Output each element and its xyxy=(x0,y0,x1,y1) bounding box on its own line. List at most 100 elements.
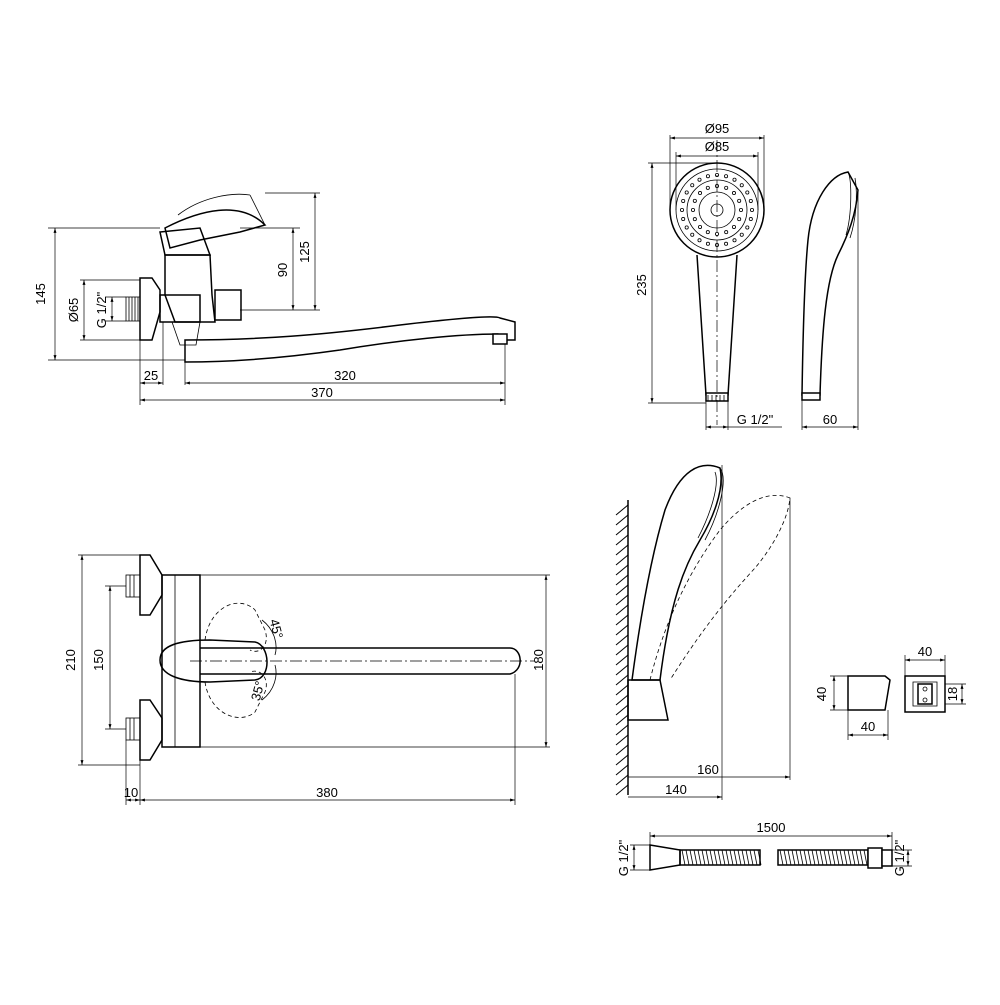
coil-line xyxy=(729,849,734,866)
shower-nozzles xyxy=(680,172,755,247)
hatch-line xyxy=(615,674,629,686)
hatch-line xyxy=(615,784,629,796)
dim-320: 320 xyxy=(334,368,356,383)
nozzle xyxy=(692,198,697,203)
hatch-line xyxy=(615,574,629,586)
dim-145: 145 xyxy=(33,283,48,305)
nozzle xyxy=(737,217,742,222)
dim-380: 380 xyxy=(316,785,338,800)
nozzle xyxy=(705,174,710,179)
coil-line xyxy=(713,849,718,866)
nozzle xyxy=(684,190,689,195)
nozzle xyxy=(681,217,686,222)
shower-head-front-view: Ø95 Ø85 235 G 1/2" xyxy=(634,121,782,430)
coil-line xyxy=(689,849,694,866)
nozzle xyxy=(724,174,729,179)
hatch-line xyxy=(615,614,629,626)
coil-line xyxy=(847,849,852,866)
nozzle xyxy=(724,241,729,246)
nozzle xyxy=(691,207,696,212)
nozzle xyxy=(705,185,710,190)
hatch-line xyxy=(615,624,629,636)
nozzle xyxy=(697,177,702,182)
dim-125: 125 xyxy=(297,241,312,263)
coil-line xyxy=(779,849,784,866)
dim-thread-head: G 1/2" xyxy=(737,412,774,427)
coil-line xyxy=(745,849,750,866)
coil-line xyxy=(787,849,792,866)
nozzle xyxy=(705,230,710,235)
coil-line xyxy=(705,849,710,866)
dim-hose-thread-right: G 1/2" xyxy=(892,839,907,876)
dim-10: 10 xyxy=(124,785,138,800)
nozzle xyxy=(739,183,744,188)
coil-line xyxy=(811,849,816,866)
wall-holder-view: 160 140 xyxy=(615,464,791,800)
coil-line xyxy=(835,849,840,866)
nozzle xyxy=(690,183,695,188)
hatch-line xyxy=(615,764,629,776)
dim-35-deg: 35° xyxy=(248,679,268,702)
coil-line xyxy=(681,849,686,866)
nozzle xyxy=(690,232,695,237)
coil-line xyxy=(807,849,812,866)
nozzle xyxy=(697,238,702,243)
hatch-line xyxy=(615,664,629,676)
hatch-line xyxy=(615,774,629,786)
dim-holder-40-top: 40 xyxy=(918,644,932,659)
coil-line xyxy=(685,849,690,866)
coil-line xyxy=(697,849,702,866)
nozzle xyxy=(680,207,685,212)
coil-line xyxy=(855,849,860,866)
nozzle xyxy=(698,191,703,196)
hatch-line xyxy=(615,604,629,616)
faucet-top-view: 210 150 180 10 380 45° 35° xyxy=(63,554,550,805)
nozzle xyxy=(681,198,686,203)
nozzle xyxy=(739,232,744,237)
hatch-line xyxy=(615,564,629,576)
coil-line xyxy=(693,849,698,866)
hatch-line xyxy=(615,594,629,606)
nozzle xyxy=(724,230,729,235)
nozzle xyxy=(748,217,753,222)
coil-line xyxy=(701,849,706,866)
coil-line xyxy=(791,849,796,866)
nozzle xyxy=(731,224,736,229)
dim-370: 370 xyxy=(311,385,333,400)
coil-line xyxy=(709,849,714,866)
nozzle xyxy=(745,225,750,230)
dim-thread-side: G 1/2" xyxy=(94,291,109,328)
dim-235: 235 xyxy=(634,274,649,296)
coil-line xyxy=(815,849,820,866)
nozzle xyxy=(705,241,710,246)
dim-140: 140 xyxy=(665,782,687,797)
coil-line xyxy=(721,849,726,866)
coil-line xyxy=(725,849,730,866)
hatch-line xyxy=(615,754,629,766)
hatch-line xyxy=(615,584,629,596)
dim-holder-40-h: 40 xyxy=(814,687,829,701)
nozzle xyxy=(737,198,742,203)
hatch-line xyxy=(615,524,629,536)
dim-25: 25 xyxy=(144,368,158,383)
hatch-line xyxy=(615,644,629,656)
nozzle xyxy=(732,238,737,243)
hose-left-coil xyxy=(681,849,762,866)
dim-180: 180 xyxy=(531,649,546,671)
nozzle xyxy=(692,217,697,222)
dim-hose-thread-left: G 1/2" xyxy=(616,839,631,876)
dim-holder-40-w: 40 xyxy=(861,719,875,734)
hatch-line xyxy=(615,744,629,756)
coil-line xyxy=(783,849,788,866)
hatch-line xyxy=(615,504,629,516)
nozzle xyxy=(684,225,689,230)
nozzle xyxy=(732,177,737,182)
coil-line xyxy=(831,849,836,866)
coil-line xyxy=(859,849,864,866)
hose-right-coil xyxy=(779,849,868,866)
coil-line xyxy=(839,849,844,866)
dim-90: 90 xyxy=(275,263,290,277)
holder-detail-view: 40 40 40 18 xyxy=(814,644,966,740)
